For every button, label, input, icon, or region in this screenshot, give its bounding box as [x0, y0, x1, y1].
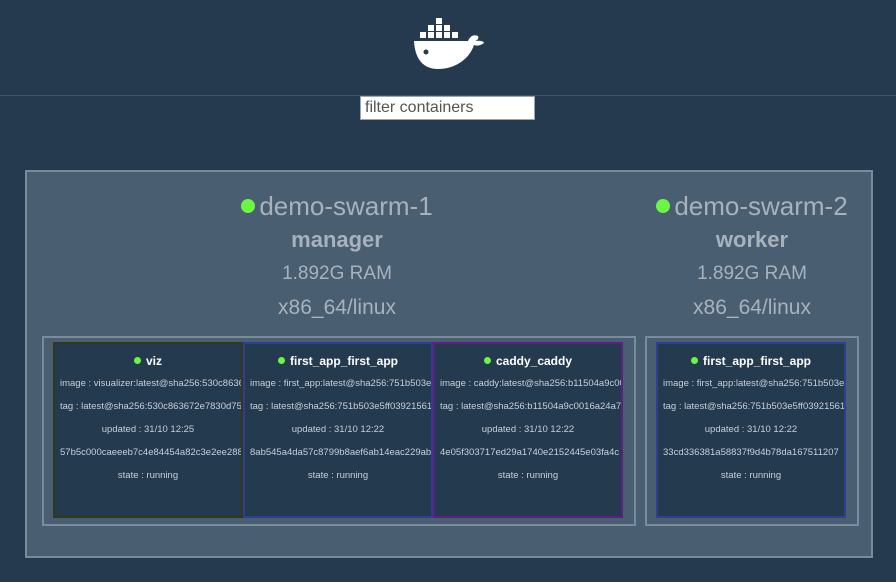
- task-status-dot: [134, 357, 141, 364]
- task-status-dot: [484, 357, 491, 364]
- task-title: caddy_caddy: [435, 354, 621, 368]
- node-name-label: demo-swarm-2: [674, 191, 847, 221]
- task-state: state : running: [435, 470, 621, 482]
- node-name-label: demo-swarm-1: [259, 191, 432, 221]
- task-updated: updated : 31/10 12:22: [658, 424, 844, 436]
- header: [0, 0, 896, 96]
- task-tag: tag : latest@sha256:530c863672e7830d75: [60, 401, 241, 413]
- task-id: 33cd336381a58837f9d4b78da167511207: [663, 447, 844, 459]
- task-status-dot: [691, 357, 698, 364]
- task-id: 57b5c000caeeeb7c4e84454a82c3e2ee288: [60, 447, 241, 459]
- task-state: state : running: [245, 470, 431, 482]
- node-demo-swarm-2-header: demo-swarm-2 worker 1.892G RAM x86_64/li…: [622, 192, 882, 319]
- task-title: first_app_first_app: [658, 354, 844, 368]
- filter-containers-input[interactable]: [360, 96, 535, 120]
- node-role: manager: [207, 228, 467, 252]
- task-tag: tag : latest@sha256:b11504a9c0016a24a7: [440, 401, 621, 413]
- task-card-first-app[interactable]: first_app_first_app image : first_app:la…: [656, 342, 846, 518]
- node-os: x86_64/linux: [207, 297, 467, 319]
- node-role: worker: [622, 228, 882, 252]
- task-image: image : first_app:latest@sha256:751b503e…: [250, 378, 431, 390]
- docker-whale-icon: [412, 14, 486, 72]
- task-name: first_app_first_app: [290, 354, 398, 368]
- task-image: image : caddy:latest@sha256:b11504a9c001…: [440, 378, 621, 390]
- task-name: caddy_caddy: [496, 354, 572, 368]
- task-tag: tag : latest@sha256:751b503e5ff03921561: [663, 401, 844, 413]
- task-name: viz: [146, 354, 162, 368]
- node-ram: 1.892G RAM: [207, 264, 467, 284]
- node-os: x86_64/linux: [622, 297, 882, 319]
- task-updated: updated : 31/10 12:22: [245, 424, 431, 436]
- task-image: image : first_app:latest@sha256:751b503e…: [663, 378, 844, 390]
- node-demo-swarm-2-tasks: first_app_first_app image : first_app:la…: [645, 336, 859, 526]
- task-id: 4e05f303717ed29a1740e2152445e03fa4c: [440, 447, 621, 459]
- task-image: image : visualizer:latest@sha256:530c863…: [60, 378, 241, 390]
- node-demo-swarm-1-header: demo-swarm-1 manager 1.892G RAM x86_64/l…: [207, 192, 467, 319]
- task-updated: updated : 31/10 12:22: [435, 424, 621, 436]
- node-name: demo-swarm-2: [622, 192, 882, 220]
- task-card-caddy[interactable]: caddy_caddy image : caddy:latest@sha256:…: [433, 342, 623, 518]
- node-name: demo-swarm-1: [207, 192, 467, 220]
- node-demo-swarm-1-tasks: viz image : visualizer:latest@sha256:530…: [42, 336, 636, 526]
- task-tag: tag : latest@sha256:751b503e5ff03921561: [250, 401, 431, 413]
- node-status-dot: [656, 199, 670, 213]
- task-state: state : running: [55, 470, 241, 482]
- task-name: first_app_first_app: [703, 354, 811, 368]
- swarm-cluster: demo-swarm-1 manager 1.892G RAM x86_64/l…: [25, 170, 873, 558]
- task-status-dot: [278, 357, 285, 364]
- node-ram: 1.892G RAM: [622, 264, 882, 284]
- task-updated: updated : 31/10 12:25: [55, 424, 241, 436]
- task-title: first_app_first_app: [245, 354, 431, 368]
- task-id: 8ab545a4da57c8799b8aef6ab14eac229ab: [250, 447, 431, 459]
- task-card-first-app[interactable]: first_app_first_app image : first_app:la…: [243, 342, 433, 518]
- task-state: state : running: [658, 470, 844, 482]
- node-status-dot: [241, 199, 255, 213]
- task-title: viz: [55, 354, 241, 368]
- task-card-viz[interactable]: viz image : visualizer:latest@sha256:530…: [53, 342, 243, 518]
